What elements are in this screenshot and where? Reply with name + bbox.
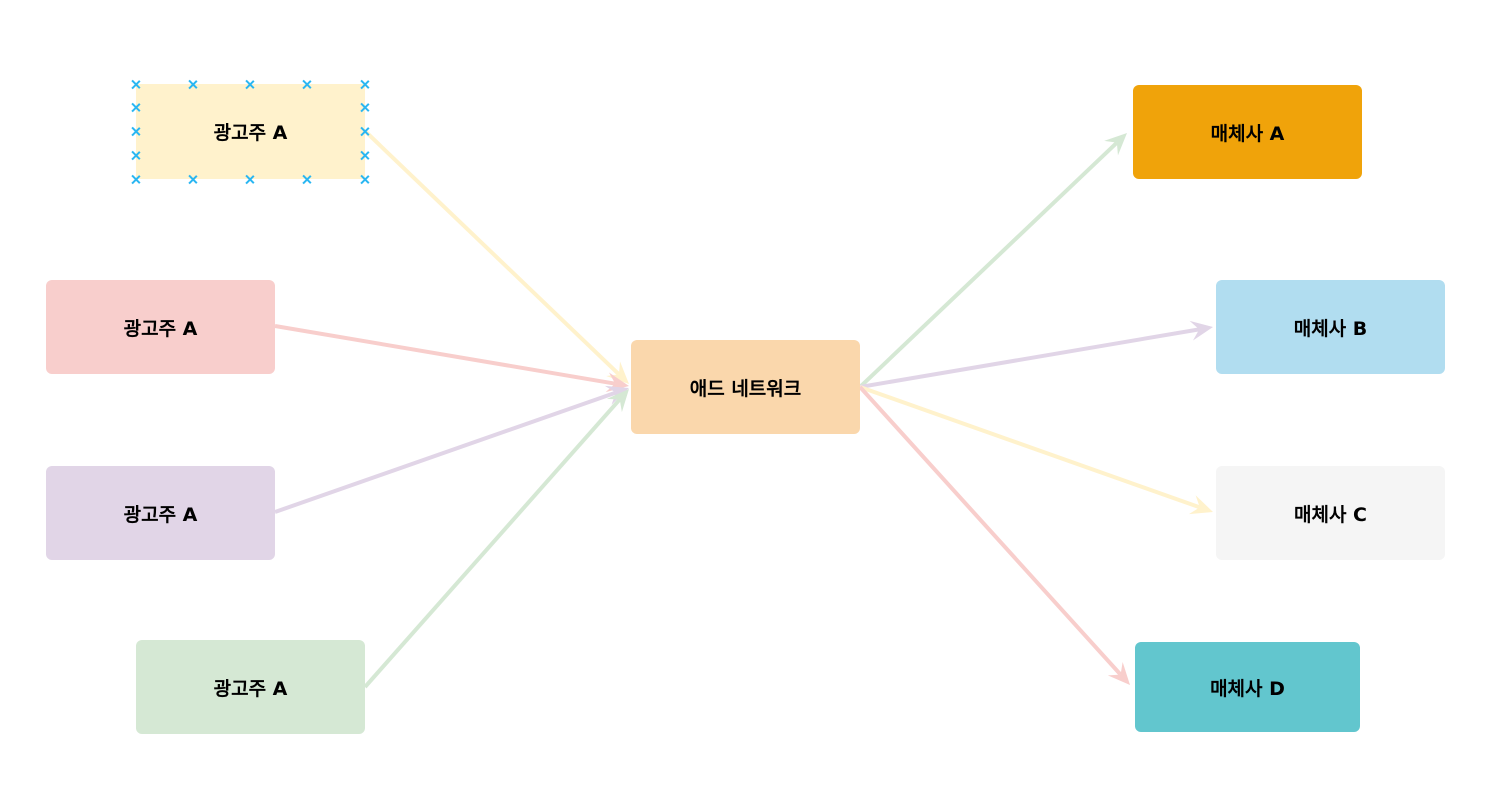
selection-handle[interactable] <box>245 80 254 89</box>
selection-handle[interactable] <box>360 103 369 112</box>
ad-network-node-label: 애드 네트워크 <box>689 377 802 400</box>
publisher-node-b[interactable]: 매체사 B <box>1216 280 1445 374</box>
ad-network-node[interactable]: 애드 네트워크 <box>631 340 860 434</box>
edge-network-to-pubC[interactable] <box>859 385 1201 510</box>
selection-handle[interactable] <box>302 80 311 89</box>
edge-adv4-to-network[interactable] <box>363 398 622 689</box>
advertiser-node-2[interactable]: 광고주 A <box>46 280 275 374</box>
publisher-node-a[interactable]: 매체사 A <box>1133 85 1362 179</box>
selection-handle[interactable] <box>360 80 369 89</box>
edge-arrowhead-network-to-pubD <box>1107 661 1130 685</box>
publisher-node-c[interactable]: 매체사 C <box>1216 466 1445 560</box>
edge-arrowhead-network-to-pubA <box>1104 133 1127 156</box>
advertiser-node-4[interactable]: 광고주 A <box>136 640 365 734</box>
advertiser-node-1[interactable]: 광고주 A <box>136 84 365 179</box>
edge-arrowhead-adv1-to-network <box>606 361 629 384</box>
advertiser-node-4-label: 광고주 A <box>213 677 288 700</box>
publisher-node-d[interactable]: 매체사 D <box>1135 642 1360 732</box>
publisher-node-b-label: 매체사 B <box>1293 317 1368 340</box>
selection-handle[interactable] <box>131 80 140 89</box>
edge-network-to-pubD[interactable] <box>858 385 1123 676</box>
selection-handle[interactable] <box>131 151 140 160</box>
advertiser-node-3-label: 광고주 A <box>123 503 198 526</box>
publisher-node-d-label: 매체사 D <box>1210 677 1285 700</box>
selection-handle[interactable] <box>131 175 140 184</box>
selection-handle[interactable] <box>188 80 197 89</box>
advertiser-node-3[interactable]: 광고주 A <box>46 466 275 560</box>
edge-network-to-pubB[interactable] <box>859 327 1200 389</box>
publisher-node-c-label: 매체사 C <box>1294 503 1367 526</box>
selection-handle[interactable] <box>302 175 311 184</box>
selection-handle[interactable] <box>131 103 140 112</box>
selection-handle[interactable] <box>131 127 140 136</box>
edge-adv3-to-network[interactable] <box>274 390 617 514</box>
edge-adv1-to-network[interactable] <box>363 129 621 376</box>
advertiser-node-2-label: 광고주 A <box>123 317 198 340</box>
selection-handle[interactable] <box>245 175 254 184</box>
edge-network-to-pubA[interactable] <box>858 141 1119 389</box>
advertiser-node-1-label: 광고주 A <box>213 122 288 144</box>
selection-handle[interactable] <box>360 175 369 184</box>
edge-arrowhead-network-to-pubC <box>1188 495 1213 515</box>
edge-adv2-to-network[interactable] <box>274 324 616 386</box>
publisher-node-a-label: 매체사 A <box>1210 122 1285 145</box>
selection-handle[interactable] <box>188 175 197 184</box>
selection-handle[interactable] <box>360 151 369 160</box>
edge-arrowhead-network-to-pubB <box>1189 320 1213 341</box>
edge-arrowhead-adv4-to-network <box>606 389 629 413</box>
selection-handle[interactable] <box>360 127 369 136</box>
